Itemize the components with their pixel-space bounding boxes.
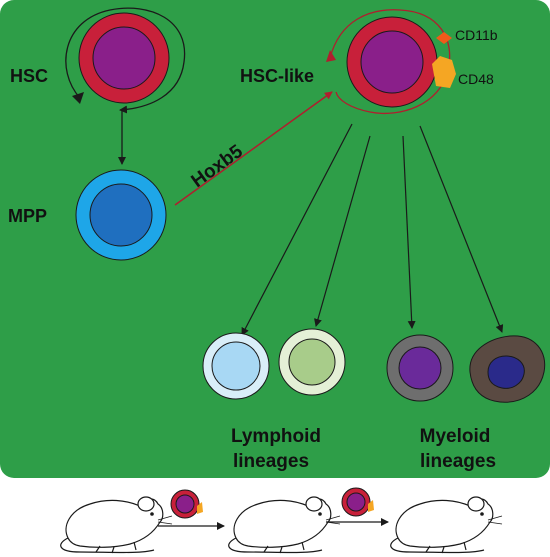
lymphoid-label-line2: lineages	[233, 451, 309, 472]
cd48-label: CD48	[458, 71, 494, 87]
lymphoid-cell-1	[202, 332, 270, 400]
hsc-cell	[78, 12, 170, 104]
myeloid-label-line1: Myeloid	[420, 426, 491, 447]
mpp-cell	[75, 169, 167, 261]
transplant-cell-1	[170, 489, 203, 519]
transplant-cell-2	[341, 487, 374, 517]
lymphoid-label-line1: Lymphoid	[231, 426, 321, 447]
arrow-to-lymphoid-1	[241, 123, 353, 336]
lymphoid-cell-2	[278, 328, 346, 396]
arrow-to-myeloid-2	[419, 125, 504, 333]
arrow-to-myeloid-1	[402, 135, 416, 329]
cd11b-marker	[436, 32, 452, 44]
cd48-marker	[432, 56, 456, 88]
mouse-1-icon	[60, 496, 173, 554]
cd11b-label: CD11b	[455, 27, 498, 43]
hsc-self-renewal-arrow	[65, 7, 186, 114]
mouse-3-icon	[390, 496, 503, 554]
hsc-label: HSC	[10, 66, 48, 86]
mouse-2-icon	[228, 496, 341, 554]
mpp-label: MPP	[8, 206, 47, 226]
mpp-to-hsc-like-arrow	[174, 91, 333, 206]
hsc-like-label: HSC-like	[240, 66, 314, 86]
hsc-like-self-renewal-arrowhead	[326, 50, 336, 62]
myeloid-cell-1	[386, 334, 454, 402]
hsc-like-cell	[346, 16, 438, 108]
myeloid-label-line2: lineages	[420, 451, 496, 472]
hsc-self-renewal-arrowhead	[72, 92, 84, 104]
myeloid-cell-2	[469, 335, 546, 403]
arrow-to-lymphoid-2	[314, 135, 371, 327]
